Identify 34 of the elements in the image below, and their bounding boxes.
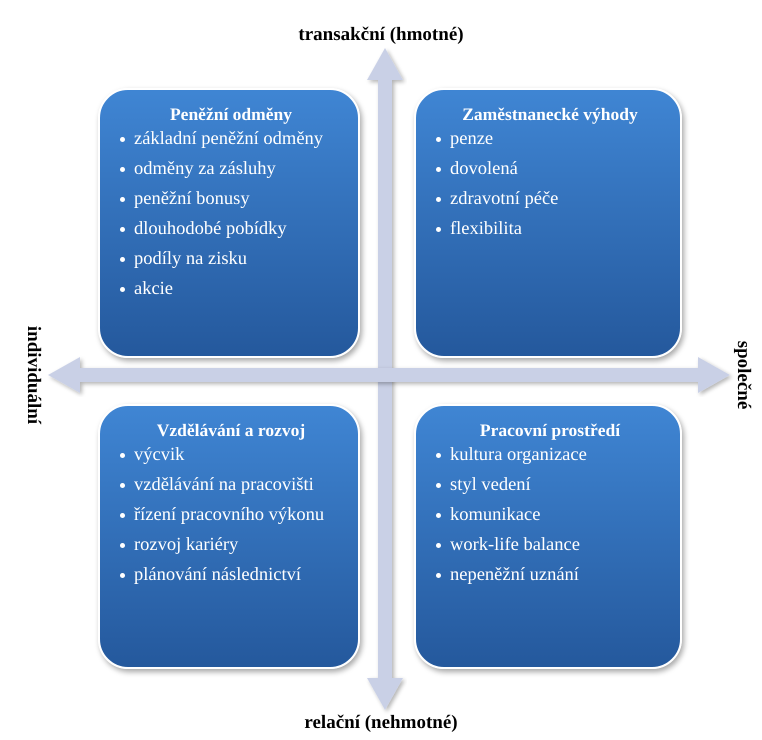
double-arrow (367, 48, 403, 710)
axis-label: transakční (hmotné) (298, 24, 464, 46)
list-item: penze (450, 129, 494, 149)
category-card (414, 404, 682, 669)
list-item: odměny za zásluhy (134, 159, 276, 179)
list-item: peněžní bonusy (134, 189, 250, 209)
card-heading: Peněžní odměny (168, 104, 293, 125)
category-card (98, 404, 360, 669)
double-arrow (48, 357, 730, 393)
list-item: komunikace (450, 505, 540, 525)
card-heading: Vzdělávání a rozvoj (156, 420, 306, 441)
list-item: zdravotní péče (450, 189, 558, 209)
list-item: dovolená (450, 159, 518, 179)
list-item: dlouhodobé pobídky (134, 219, 287, 239)
list-item: kultura organizace (450, 445, 587, 465)
list-item: plánování následnictví (134, 565, 301, 585)
list-item: styl vedení (450, 475, 531, 495)
card-heading: Pracovní prostředí (478, 420, 622, 441)
list-item: akcie (134, 279, 174, 299)
card-heading: Zaměstnanecké výhody (461, 104, 639, 125)
axis-label: relační (nehmotné) (304, 712, 458, 734)
list-item: nepeněžní uznání (450, 565, 579, 585)
axis-label: individuální (22, 326, 44, 424)
list-item: základní peněžní odměny (134, 129, 324, 149)
list-item: flexibilita (450, 219, 522, 239)
list-item: výcvik (134, 445, 184, 465)
category-card (414, 88, 682, 358)
category-card (98, 88, 360, 358)
list-item: podíly na zisku (134, 249, 248, 269)
list-item: rozvoj kariéry (134, 535, 238, 555)
axis-label: společné (732, 340, 754, 410)
list-item: řízení pracovního výkonu (134, 505, 324, 525)
list-item: work-life balance (450, 535, 580, 555)
list-item: vzdělávání na pracovišti (134, 475, 314, 495)
